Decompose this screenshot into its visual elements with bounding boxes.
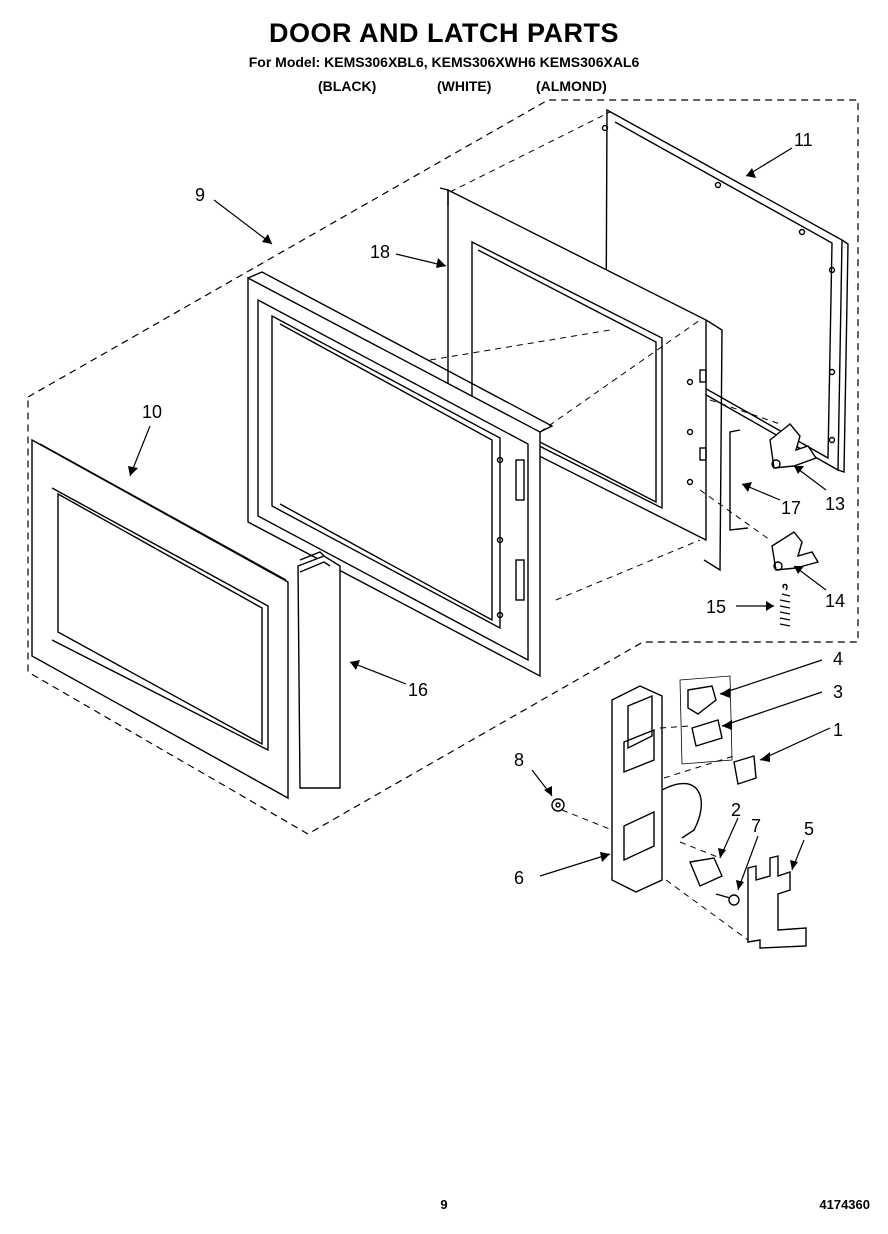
callout-16: 16 [408, 680, 428, 700]
leader-9 [213, 199, 273, 245]
part-10-outer-panel [31, 438, 289, 800]
callout-7: 7 [751, 816, 761, 836]
assembly-boundary [27, 99, 859, 835]
callout-17: 17 [781, 498, 801, 518]
part-3-switch [691, 719, 723, 747]
part-14-lower-hinge [771, 531, 820, 571]
callout-18: 18 [370, 242, 390, 262]
part-17-spring-wire [729, 429, 749, 531]
part-6-latch-housing [611, 685, 702, 893]
callout-1: 1 [833, 720, 843, 740]
leader-16 [349, 661, 407, 685]
callout-9: 9 [195, 185, 205, 205]
page-number: 9 [440, 1197, 448, 1212]
leader-6 [539, 853, 611, 877]
callout-11: 11 [794, 130, 813, 150]
part-5-latch-lever [747, 855, 807, 949]
callout-3: 3 [833, 682, 843, 702]
callout-5: 5 [804, 819, 814, 839]
color-black: (BLACK) [318, 78, 377, 94]
document-code: 4174360 [819, 1197, 870, 1212]
callout-8: 8 [514, 750, 524, 770]
leader-4 [719, 659, 823, 695]
part-16-choke-strip [297, 551, 341, 789]
part-8-nut [551, 798, 565, 812]
part-7-screw [715, 893, 740, 906]
part-4-switch [679, 675, 733, 765]
callout-15: 15 [706, 597, 726, 617]
callout-13: 13 [825, 494, 845, 514]
color-almond: (ALMOND) [536, 78, 607, 94]
part-18-door-frame [439, 187, 723, 572]
part-2-switch [689, 857, 723, 887]
part-1-switch [733, 755, 757, 785]
callout-10: 10 [142, 402, 162, 422]
leader-1 [759, 727, 831, 761]
callout-6: 6 [514, 868, 524, 888]
callout-2: 2 [731, 800, 741, 820]
color-white: (WHITE) [437, 78, 492, 94]
model-list: For Model: KEMS306XBL6, KEMS306XWH6 KEMS… [248, 54, 640, 70]
part-11-inner-panel [601, 108, 849, 473]
callout-14: 14 [825, 591, 845, 611]
part-15-spring [779, 583, 791, 627]
leader-11 [745, 147, 793, 177]
page-title: DOOR AND LATCH PARTS [269, 18, 619, 48]
leader-7 [737, 835, 759, 891]
callout-4: 4 [833, 649, 843, 669]
part-9-door-assembly [247, 271, 554, 678]
leader-3 [721, 691, 823, 727]
part-13-upper-hinge [769, 423, 818, 469]
